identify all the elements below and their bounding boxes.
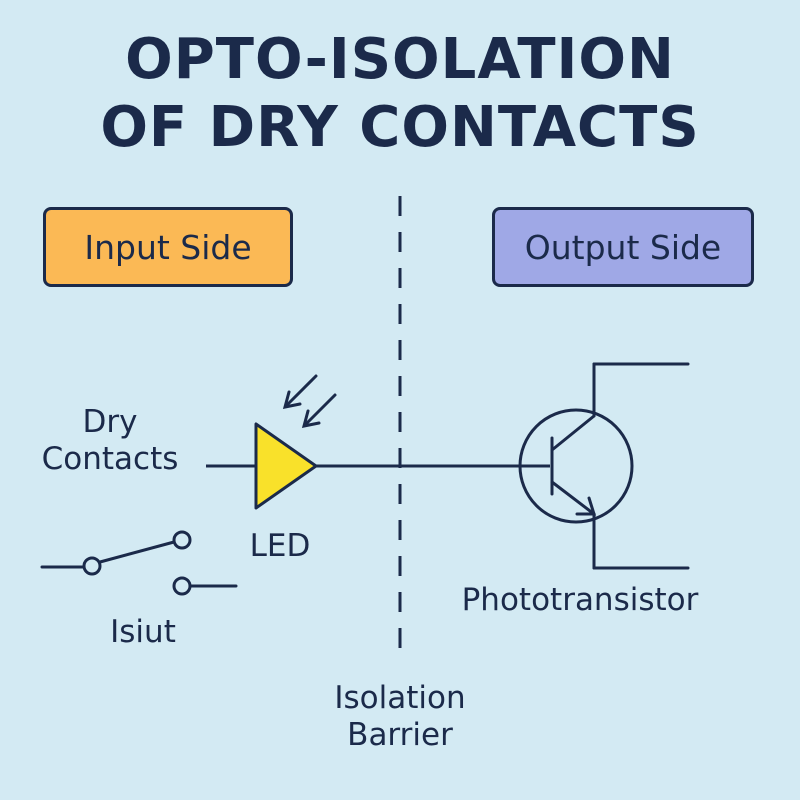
- input-side-label: Input Side: [84, 227, 252, 267]
- isolation-barrier-label-line-1: Isolation: [334, 680, 466, 716]
- switch-icon: [40, 530, 238, 596]
- dry-contacts-label-line-2: Contacts: [41, 441, 179, 478]
- dry-contacts-label: Dry Contacts: [20, 404, 200, 478]
- phototransistor-icon: [518, 362, 690, 570]
- input-side-box: Input Side: [43, 207, 293, 287]
- led-label: LED: [249, 528, 311, 564]
- light-arrows-icon: [282, 374, 337, 428]
- isolation-barrier-label: Isolation Barrier: [300, 680, 500, 754]
- phototransistor-label: Phototransistor: [461, 582, 699, 618]
- isolation-barrier-label-line-2: Barrier: [347, 717, 453, 754]
- title-line-1: OPTO-ISOLATION: [125, 27, 675, 92]
- title-line-2: OF DRY CONTACTS: [100, 95, 700, 160]
- output-side-box: Output Side: [492, 207, 754, 287]
- led-icon: [254, 422, 318, 510]
- dry-contacts-label-line-1: Dry: [82, 404, 138, 440]
- switch-label: Isiut: [110, 614, 176, 650]
- output-side-label: Output Side: [524, 227, 722, 267]
